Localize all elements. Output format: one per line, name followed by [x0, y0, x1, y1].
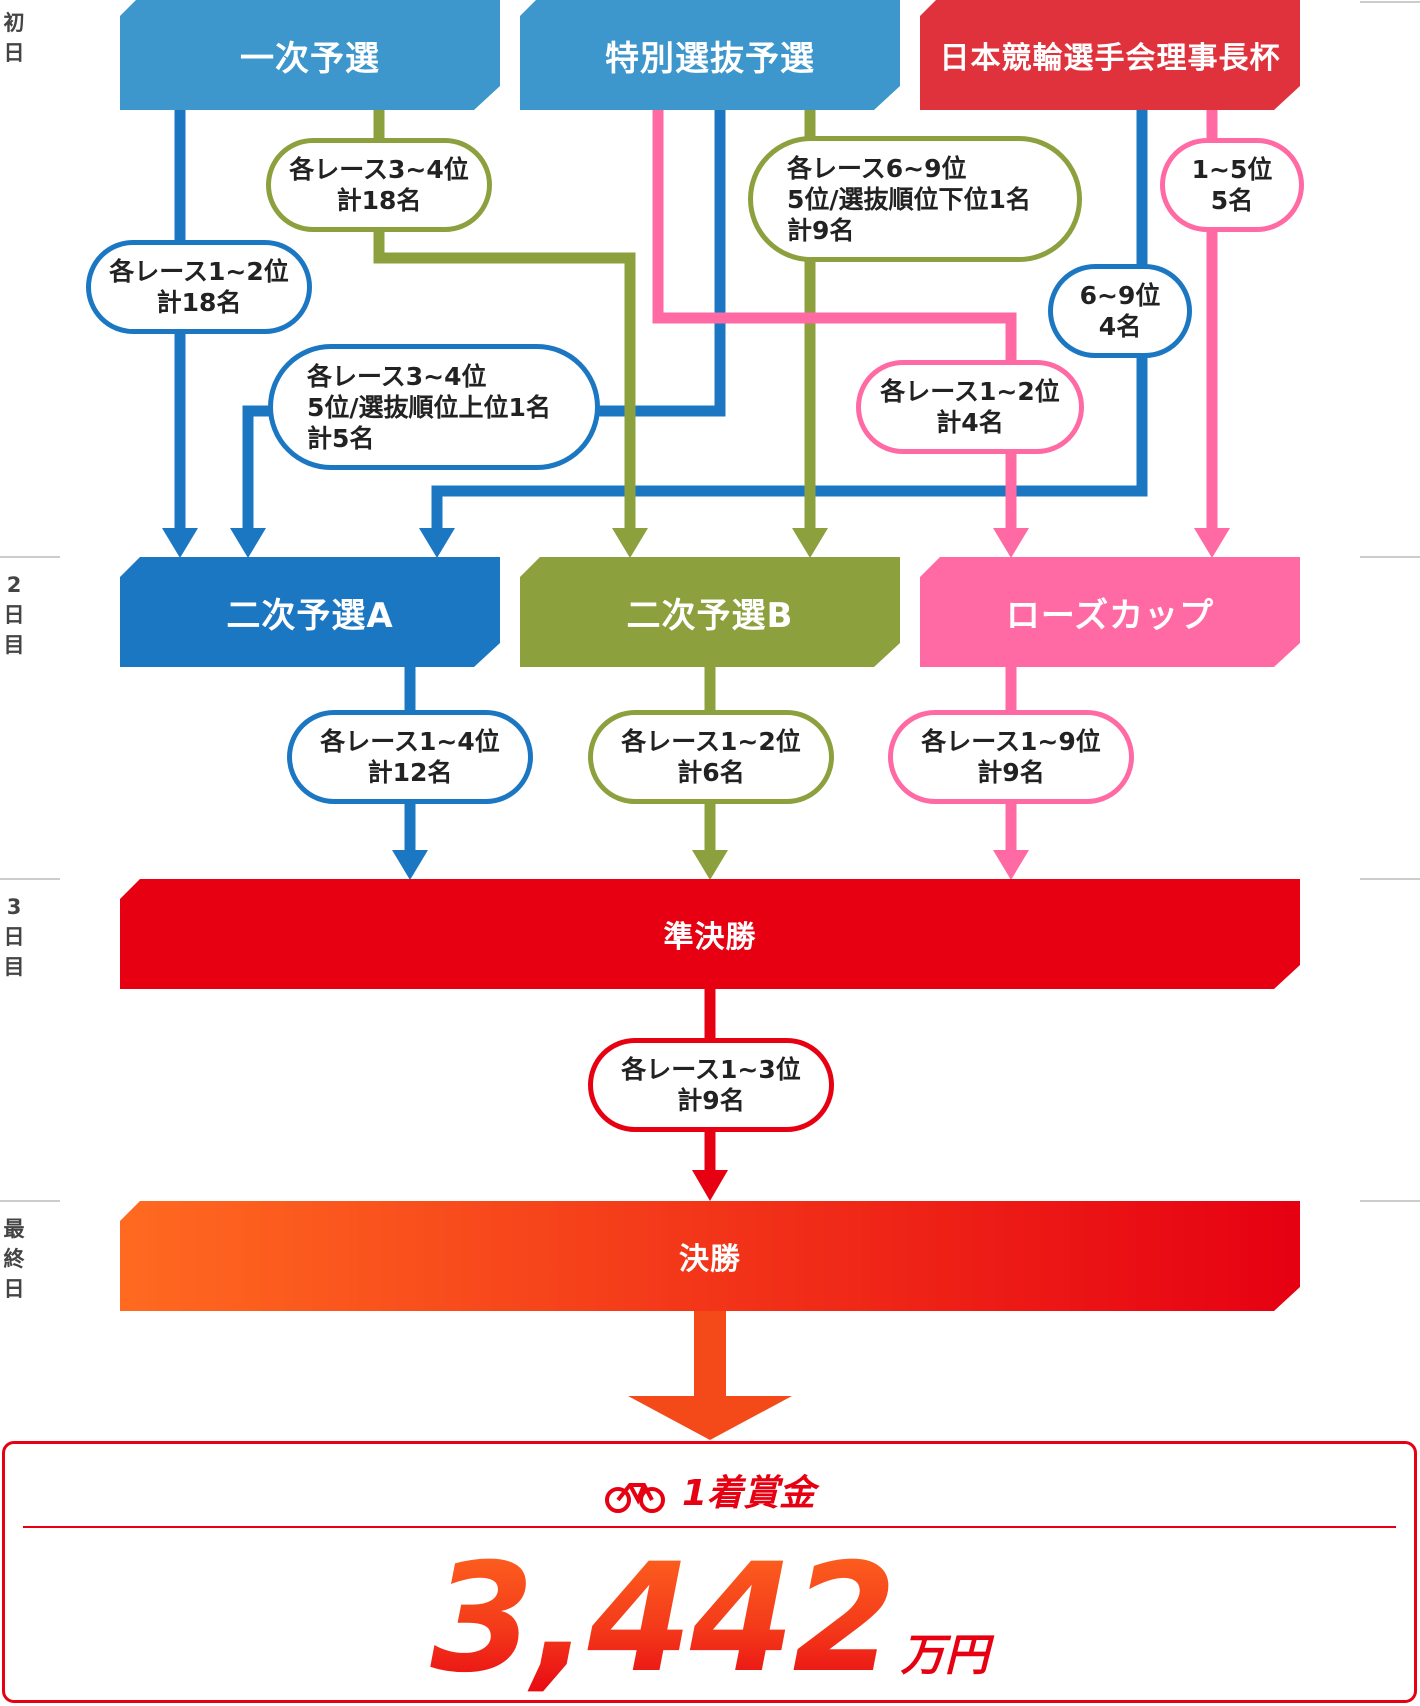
- prize-unit: 万円: [900, 1630, 989, 1681]
- bicycle-icon: [604, 1483, 665, 1513]
- prize-title-text: 1着賞金: [681, 1473, 816, 1514]
- node-ichiji-yosen: 一次予選: [120, 0, 500, 110]
- pill-semi-1-3: 各レース1~3位計9名: [588, 1038, 834, 1132]
- node-rijicho-hai: 日本競輪選手会理事長杯: [920, 0, 1300, 110]
- pill-nijiA-1-4: 各レース1~4位計12名: [287, 710, 533, 804]
- prize-value: 3,442: [430, 1532, 896, 1706]
- prize-divider: [23, 1526, 1396, 1528]
- pill-ichiji-1-2: 各レース1~2位計18名: [86, 240, 312, 334]
- node-niji-yosen-b: 二次予選B: [520, 557, 900, 667]
- node-niji-yosen-a: 二次予選A: [120, 557, 500, 667]
- pill-ichiji-3-4: 各レース3~4位計18名: [266, 138, 492, 232]
- day-label-1: 初 日: [3, 11, 25, 65]
- pill-nijiB-1-2: 各レース1~2位計6名: [588, 710, 834, 804]
- node-jun-kessho: 準決勝: [120, 879, 1300, 989]
- node-rose-cup: ローズカップ: [920, 557, 1300, 667]
- pill-rose-1-9: 各レース1~9位計9名: [888, 710, 1134, 804]
- day-label-2: 2 日 目: [3, 573, 25, 657]
- pill-tokubetsu-1-2: 各レース1~2位計4名: [856, 360, 1084, 454]
- prize-title: 1着賞金: [5, 1464, 1414, 1516]
- day-label-3: 3 日 目: [3, 895, 25, 979]
- day-separators: [0, 1, 1420, 1202]
- node-tokubetsu-senbatsu: 特別選抜予選: [520, 0, 900, 110]
- arrowheads: [162, 528, 1230, 1440]
- day-label-final: 最 終 日: [3, 1217, 25, 1301]
- node-kessho: 決勝: [120, 1201, 1300, 1311]
